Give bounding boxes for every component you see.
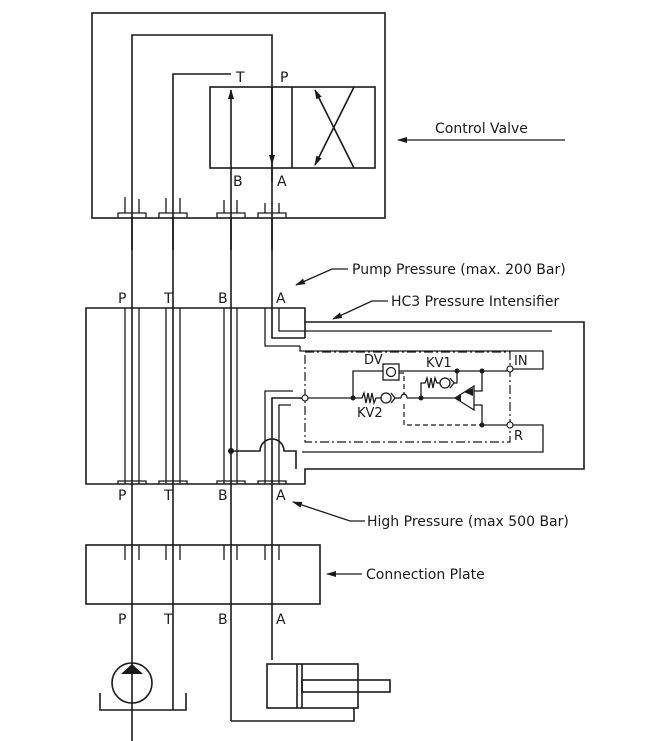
intensifier-circuit: DV KV2 KV1 IN R [301,353,528,444]
control-valve-callout: Control Valve [397,121,565,143]
port-in-connection [506,365,514,373]
intensifier-callout: HC3 Pressure Intensifier [332,294,559,320]
valve-port-a: A [277,174,287,190]
connection-plate-callout: Connection Plate [326,567,485,583]
intensifier-label: HC3 Pressure Intensifier [391,294,559,310]
plate-port-a: A [276,612,286,628]
intensifier-top-ports: P T B A [118,291,286,307]
in-label: IN [514,354,528,369]
kv1-spring [420,375,440,398]
port-label-b: B [218,291,228,307]
r-label: R [514,429,523,444]
kv1-check-ball [439,377,451,389]
pump-pressure-label: Pump Pressure (max. 200 Bar) [352,262,566,278]
port-seals-intensifier [117,480,287,484]
kv2-label: KV2 [357,406,383,421]
kv1-label: KV1 [426,356,452,371]
port-label-a-bottom: A [276,488,286,504]
control-valve-label: Control Valve [435,121,528,137]
valve-port-b: B [233,174,243,190]
line-t-internal [172,73,231,250]
valve-port-p: P [280,70,288,86]
plate-port-b: B [218,612,228,628]
high-pressure-callout: High Pressure (max 500 Bar) [292,501,569,530]
control-valve-housing: T P B A [91,12,386,250]
port-label-t: T [163,291,173,307]
connection-plate [85,544,321,605]
port-a-connection [301,394,309,402]
kv2-check-ball [380,392,392,404]
intensifier-bottom-ports: P T B A [118,488,286,504]
port-label-t-bottom: T [163,488,173,504]
cross-arrow-1 [314,89,355,169]
high-pressure-label: High Pressure (max 500 Bar) [367,514,569,530]
valve-port-t: T [235,70,245,86]
cylinder-icon [231,663,391,722]
plate-port-p: P [118,612,126,628]
plate-port-t: T [163,612,173,628]
port-label-a: A [276,291,286,307]
pump-pressure-callout: Pump Pressure (max. 200 Bar) [295,262,566,286]
dv-label: DV [364,353,383,368]
port-label-p: P [118,291,126,307]
port-label-b-bottom: B [218,488,228,504]
connection-plate-label: Connection Plate [366,567,485,583]
tank-icon [99,693,187,711]
port-label-p-bottom: P [118,488,126,504]
kv2-spring [353,390,381,406]
dv-valve [382,363,400,381]
pump-icon [111,662,153,704]
port-seals-valve [117,197,287,218]
port-r-connection [506,421,514,429]
cross-arrow-2 [314,86,355,166]
plate-ports: P T B A [118,612,286,628]
